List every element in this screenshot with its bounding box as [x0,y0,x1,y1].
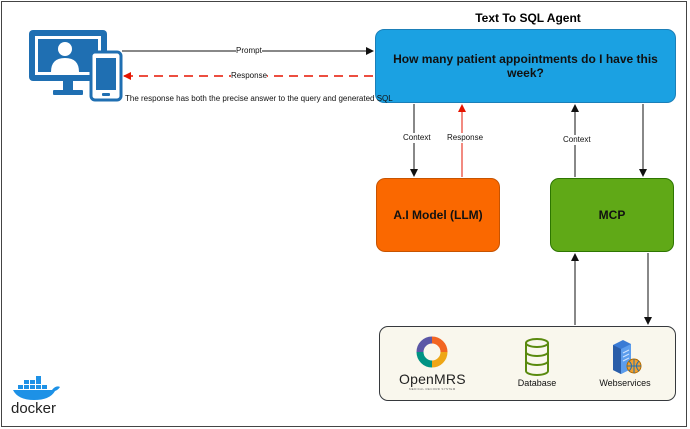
diagram-title: Text To SQL Agent [475,11,581,25]
context-right-label: Context [563,135,591,145]
agent-box: How many patient appointments do I have … [375,29,676,103]
database-label: Database [517,378,557,388]
openmrs-label: OpenMRS [399,371,466,387]
llm-box: A.I Model (LLM) [376,178,500,252]
openmrs-logo-icon [416,336,448,368]
openmrs-sublabel: MEDICAL RECORD SYSTEM [409,387,456,391]
response-mid-label: Response [447,133,484,143]
webservices-label: Webservices [599,378,651,388]
user-devices-icon [29,30,123,102]
response-top-label: Response [231,71,268,81]
response-note: The response has both the precise answer… [125,94,393,103]
mcp-box: MCP [550,178,674,252]
docker-whale-icon [13,376,60,400]
webservices-icon [613,340,642,374]
docker-label: docker [11,400,57,417]
database-icon [525,338,549,376]
prompt-label: Prompt [236,46,262,56]
context-left-label: Context [403,133,431,143]
